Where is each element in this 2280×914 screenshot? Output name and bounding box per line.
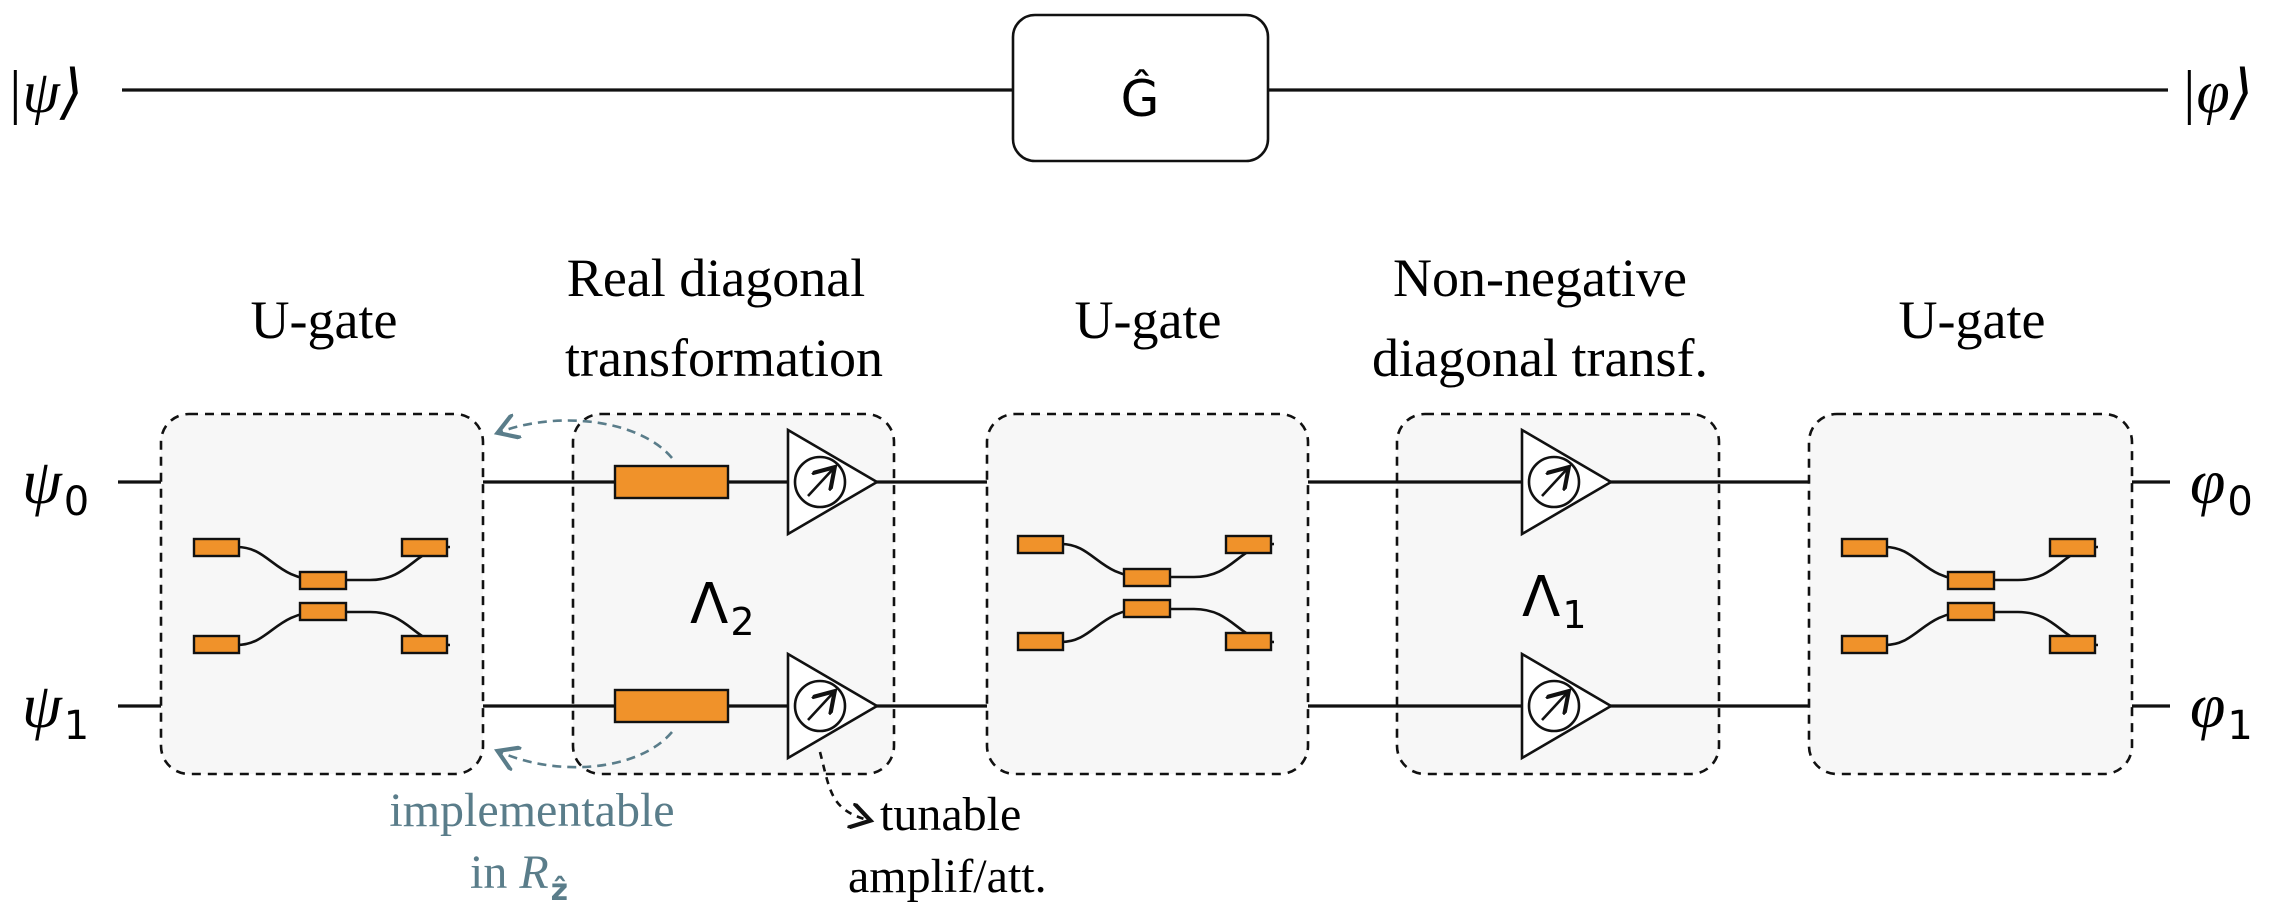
top-gate-line: |ψ⟩ Ĝ |φ⟩ bbox=[6, 13, 2253, 163]
implementable-line2: in Rẑ bbox=[470, 846, 568, 908]
header-ugate-1: U-gate bbox=[251, 290, 398, 350]
tunable-annotation: tunable amplif/att. bbox=[818, 751, 1047, 903]
input-state-ket: |ψ⟩ bbox=[6, 59, 83, 125]
box-nonneg bbox=[1395, 412, 1721, 776]
nonneg-diagonal-stage: Λ1 bbox=[1520, 427, 1614, 761]
amplifier-1 bbox=[786, 651, 880, 761]
header-real-diag-2: transformation bbox=[565, 328, 883, 388]
implementable-line1: implementable bbox=[389, 784, 674, 837]
amplifier-3 bbox=[1520, 651, 1614, 761]
beam-splitter-1 bbox=[192, 537, 451, 655]
psi1-label: ψ1 bbox=[22, 670, 89, 749]
output-state-ket: |φ⟩ bbox=[2180, 59, 2253, 125]
g-gate-label: Ĝ bbox=[1121, 69, 1160, 128]
teal-arrow-bottom bbox=[500, 731, 673, 767]
phase-shifter-1 bbox=[613, 688, 730, 724]
box-ugate-2 bbox=[985, 412, 1310, 776]
amplifier-0 bbox=[786, 427, 880, 537]
lambda1-label: Λ1 bbox=[1522, 565, 1587, 637]
tunable-line2: amplif/att. bbox=[848, 850, 1047, 903]
amplifier-2 bbox=[1520, 427, 1614, 537]
header-ugate-2: U-gate bbox=[1075, 290, 1222, 350]
mode-labels: ψ0 ψ1 φ0 φ1 bbox=[22, 446, 2253, 749]
header-ugate-3: U-gate bbox=[1899, 290, 2046, 350]
header-real-diag-1: Real diagonal bbox=[567, 248, 865, 308]
box-ugate-1 bbox=[159, 412, 485, 776]
stage-boxes bbox=[159, 412, 2134, 776]
phi1-label: φ1 bbox=[2190, 670, 2253, 749]
phase-shifter-0 bbox=[613, 464, 730, 500]
teal-arrow-top bbox=[500, 420, 673, 459]
header-nonneg-2: diagonal transf. bbox=[1372, 328, 1708, 388]
phi0-label: φ0 bbox=[2190, 446, 2253, 525]
box-ugate-3 bbox=[1807, 412, 2134, 776]
implementable-annotation: implementable in Rẑ bbox=[389, 420, 675, 908]
real-diagonal-stage: Λ2 bbox=[613, 427, 880, 761]
beam-splitter-3 bbox=[1840, 537, 2099, 655]
beam-splitter-2 bbox=[1016, 534, 1275, 652]
g-gate-box bbox=[1011, 13, 1270, 163]
black-arrow-tunable bbox=[818, 751, 868, 820]
tunable-line1: tunable bbox=[880, 788, 1021, 841]
psi0-label: ψ0 bbox=[22, 446, 89, 525]
lambda2-label: Λ2 bbox=[690, 572, 755, 644]
header-nonneg-1: Non-negative bbox=[1393, 248, 1687, 308]
section-headers: U-gate Real diagonal transformation U-ga… bbox=[251, 248, 2046, 388]
